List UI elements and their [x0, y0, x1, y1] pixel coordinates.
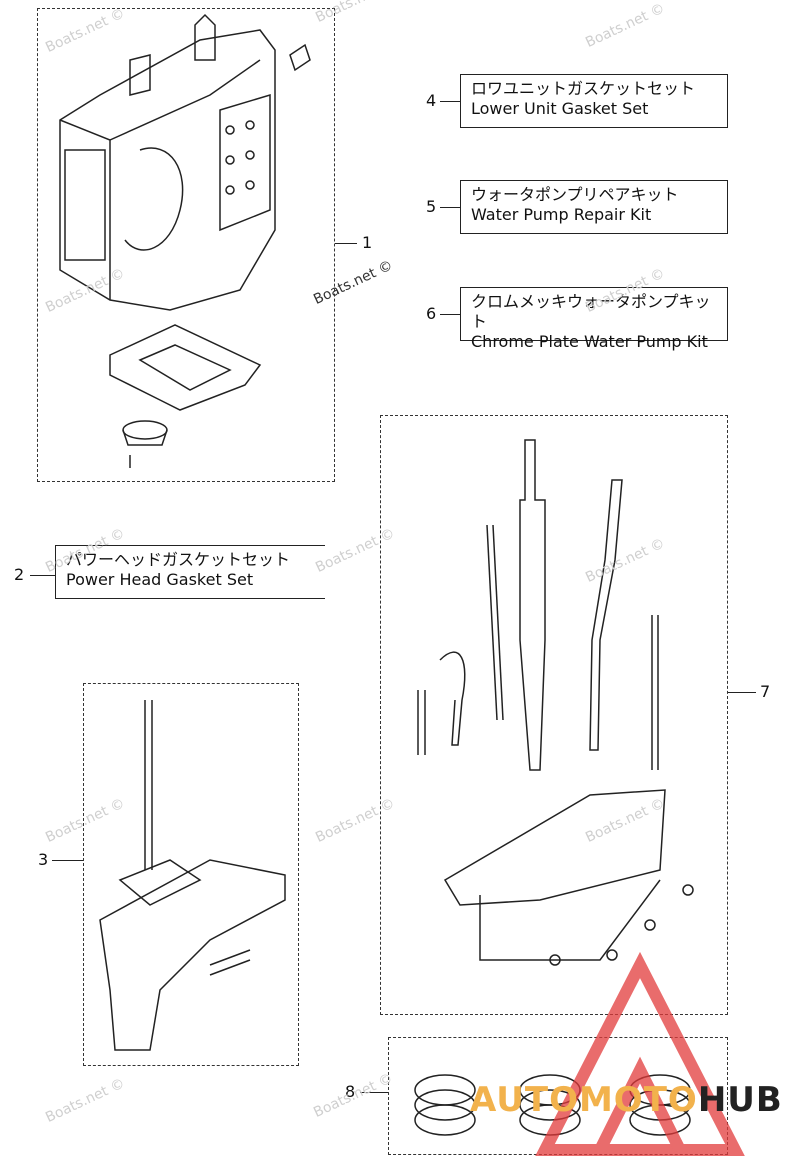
callout-6: 6	[426, 304, 437, 323]
group-box-water-pump	[380, 415, 728, 1015]
label-en: Power Head Gasket Set	[66, 570, 254, 589]
water-pump-kit-illustration	[417, 439, 694, 966]
leader-line-7	[728, 692, 756, 693]
leader-line-3	[52, 860, 83, 861]
callout-2: 2	[14, 565, 25, 584]
oil-seal-illustration	[122, 420, 168, 468]
label-en: Water Pump Repair Kit	[471, 205, 652, 224]
logo-triangle	[535, 951, 745, 1156]
leader-line-4	[440, 101, 460, 102]
label-en: Lower Unit Gasket Set	[471, 99, 649, 118]
callout-7: 7	[760, 682, 771, 701]
label-jp: ウォータポンプリペアキット	[471, 185, 679, 204]
lower-unit-illustration	[99, 700, 286, 1051]
power-head-illustration	[59, 13, 311, 311]
label-jp: パワーヘッドガスケットセット	[66, 550, 291, 569]
leader-line-8	[360, 1092, 388, 1093]
callout-5: 5	[426, 197, 437, 216]
leader-line-5	[440, 207, 460, 208]
callout-3: 3	[38, 850, 49, 869]
label-power-head-gasket-set: パワーヘッドガスケットセット Power Head Gasket Set	[55, 545, 325, 599]
logo-text-automoto: AUTOMOTO	[470, 1080, 698, 1120]
label-jp: ロワユニットガスケットセット	[471, 79, 696, 98]
label-en: Chrome Plate Water Pump Kit	[471, 332, 708, 351]
callout-8: 8	[345, 1082, 356, 1101]
label-water-pump-repair-kit: ウォータポンプリペアキット Water Pump Repair Kit	[460, 180, 728, 234]
group-box-power-head	[37, 8, 335, 482]
callout-4: 4	[426, 91, 437, 110]
callout-1: 1	[362, 233, 373, 252]
logo-text-hub: HUB	[697, 1080, 783, 1120]
leader-line-1	[335, 243, 357, 244]
group-box-lower-unit	[83, 683, 299, 1066]
automotohub-logo: AUTOMOTOHUB	[470, 1080, 783, 1120]
leader-line-2	[30, 575, 55, 576]
label-chrome-plate-water-pump-kit: クロムメッキウォータポンプキット Chrome Plate Water Pump…	[460, 287, 728, 351]
label-jp: クロムメッキウォータポンプキット	[471, 292, 711, 331]
gasket-illustration	[109, 324, 262, 411]
leader-line-6	[440, 314, 460, 315]
label-lower-unit-gasket-set: ロワユニットガスケットセット Lower Unit Gasket Set	[460, 74, 728, 128]
